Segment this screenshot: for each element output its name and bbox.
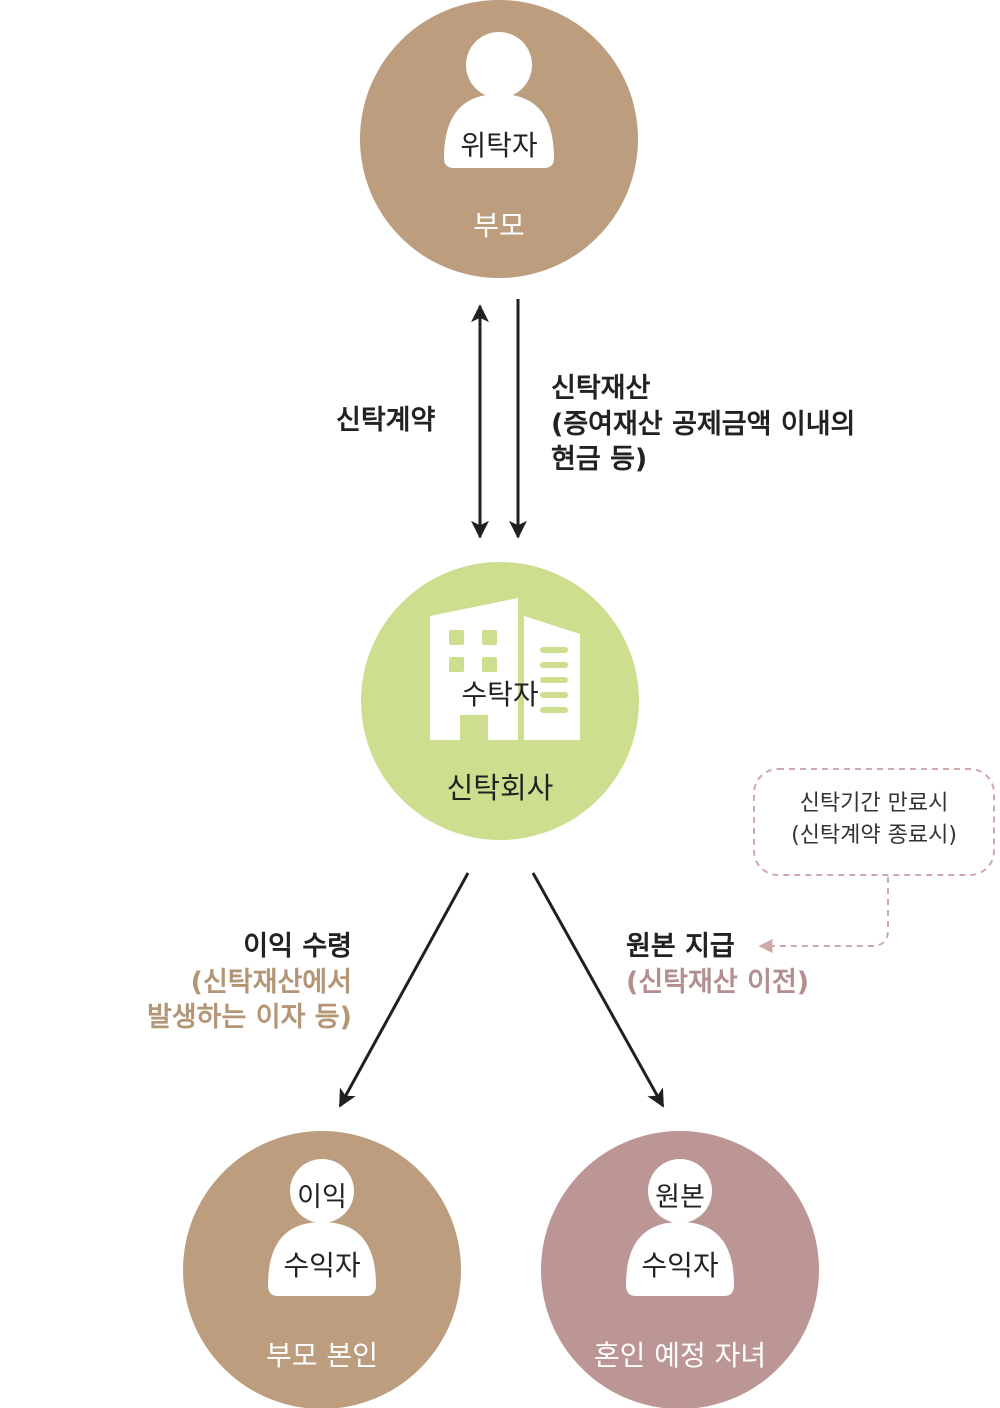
principal-label-line: (신탁재산 이전)	[626, 966, 810, 998]
settlor-name: 부모	[473, 209, 525, 242]
principal-beneficiary-head: 원본	[655, 1182, 705, 1213]
building-icon	[430, 598, 580, 740]
note-box	[753, 768, 995, 876]
property-label-line: 현금 등)	[551, 444, 648, 476]
income-beneficiary-name: 부모 본인	[266, 1339, 378, 1372]
person-icon	[444, 32, 554, 168]
property-label: 신탁재산 (증여재산 공제금액 이내의 현금 등)	[551, 371, 855, 478]
note-text: 신탁기간 만료시 (신탁계약 종료시)	[754, 788, 994, 852]
income-label: 이익 수령 (신탁재산에서 발생하는 이자 등)	[147, 929, 352, 1036]
income-label-title: 이익 수령	[243, 931, 352, 962]
person-icon	[626, 1159, 734, 1296]
principal-beneficiary-name: 혼인 예정 자녀	[593, 1339, 767, 1372]
trustee-role: 수탁자	[461, 678, 539, 711]
person-icon	[268, 1159, 376, 1296]
note-line: (신탁계약 종료시)	[791, 822, 957, 848]
contract-label: 신탁계약	[336, 405, 436, 436]
property-label-line: 신탁재산	[551, 373, 651, 404]
principal-arrow	[531, 872, 665, 1108]
principal-label: 원본 지급 (신탁재산 이전)	[626, 929, 809, 1000]
property-label-line: (증여재산 공제금액 이내의	[551, 408, 856, 440]
trustee-name: 신탁회사	[446, 771, 554, 805]
settlor-role: 위탁자	[460, 129, 538, 162]
income-label-line: 발생하는 이자 등)	[146, 1002, 352, 1034]
note-line: 신탁기간 만료시	[799, 791, 949, 816]
income-label-line: (신탁재산에서	[190, 966, 352, 998]
principal-label-title: 원본 지급	[626, 931, 735, 962]
income-beneficiary-role: 수익자	[283, 1249, 361, 1282]
income-arrow	[338, 872, 470, 1108]
principal-beneficiary-role: 수익자	[641, 1249, 719, 1282]
note-connector	[758, 877, 889, 953]
income-beneficiary-head: 이익	[297, 1182, 347, 1213]
